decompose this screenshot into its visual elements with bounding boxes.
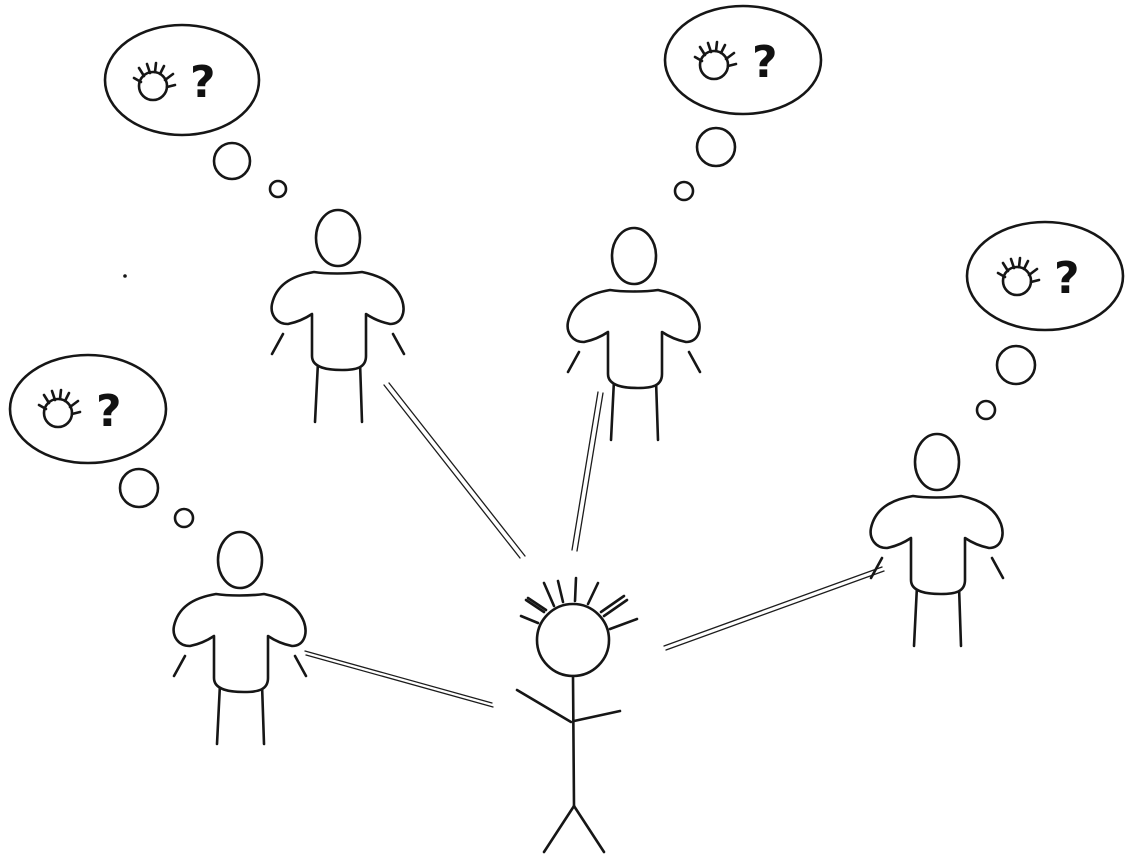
- question-mark: ?: [190, 57, 216, 108]
- lightbulb-icon: [37, 388, 82, 429]
- shirt-figure-icon: [172, 530, 308, 746]
- connection-line-1: [383, 382, 526, 559]
- stray-dot: [123, 274, 127, 278]
- idea-rays: [519, 576, 639, 631]
- connection-line-2: [571, 391, 604, 552]
- thought-bubble-2: ?: [663, 4, 823, 202]
- connection-line-4: [663, 566, 885, 651]
- connection-line-3: [304, 650, 494, 708]
- lightbulb-icon: [693, 40, 738, 81]
- question-mark: ?: [752, 37, 778, 88]
- presenter-head: [535, 602, 611, 678]
- audience-person-3: ?: [8, 353, 308, 746]
- shirt-figure-icon: [869, 432, 1005, 648]
- lightbulb-icon: [996, 256, 1041, 297]
- audience-person-1: ?: [103, 23, 406, 424]
- question-mark: ?: [1054, 253, 1080, 304]
- shirt-figure-icon: [566, 226, 702, 442]
- presenter-stick-figure: [515, 576, 639, 854]
- shirt-figure-icon: [270, 208, 406, 424]
- audience-person-2: ?: [566, 4, 823, 442]
- connection-lines: [304, 382, 885, 708]
- thought-bubble-4: ?: [965, 220, 1125, 421]
- question-mark: ?: [96, 386, 122, 437]
- thought-bubble-1: ?: [103, 23, 288, 199]
- audience-person-4: ?: [869, 220, 1125, 648]
- thought-bubble-3: ?: [8, 353, 195, 529]
- lightbulb-icon: [132, 61, 177, 102]
